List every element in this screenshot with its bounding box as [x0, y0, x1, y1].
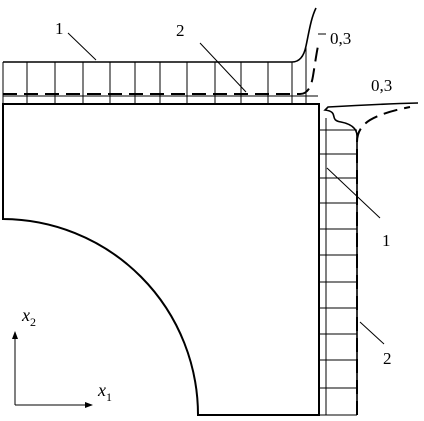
right-hatching	[319, 129, 357, 389]
top-curve-2-label: 2	[176, 21, 185, 40]
right-curve-2-label: 2	[383, 349, 392, 368]
x1-axis-label: x1	[97, 380, 112, 404]
right-stress-diagram	[319, 102, 419, 416]
x2-axis-label: x2	[21, 305, 36, 329]
right-leader-2	[359, 321, 385, 345]
right-curve-1-label: 1	[382, 231, 391, 250]
top-leader-1	[67, 32, 97, 61]
top-curve-1-label: 1	[55, 19, 64, 38]
right-curve-1	[323, 102, 419, 415]
plate-outline	[2, 103, 320, 416]
top-curve-2	[3, 45, 319, 95]
top-hatching	[26, 46, 307, 104]
top-stress-diagram	[2, 7, 326, 104]
coordinate-axes: x2 x1	[12, 305, 112, 408]
right-value-label: 0,3	[371, 76, 392, 95]
top-curve-1	[3, 7, 317, 63]
right-curve-2	[356, 106, 411, 415]
top-value-label: 0,3	[330, 29, 351, 48]
right-leader-1	[326, 167, 381, 219]
top-leader-2	[199, 42, 247, 93]
